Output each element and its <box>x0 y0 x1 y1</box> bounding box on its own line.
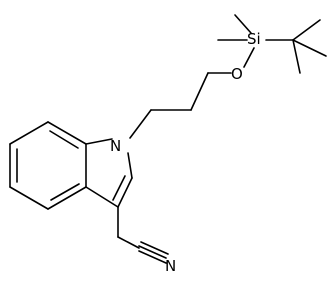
pyrrole-ring <box>85 138 133 208</box>
oxygen-label: O <box>231 65 243 83</box>
ring-nitrogen-label: N <box>110 137 121 155</box>
cyanomethyl-chain <box>117 206 169 264</box>
propyl-chain <box>129 72 232 139</box>
silicon-label: Si <box>247 30 261 48</box>
o-si-bond <box>243 47 255 68</box>
silyl-substituents <box>217 14 327 74</box>
benzene-ring <box>9 121 87 210</box>
nitrile-nitrogen-label: N <box>165 257 176 275</box>
